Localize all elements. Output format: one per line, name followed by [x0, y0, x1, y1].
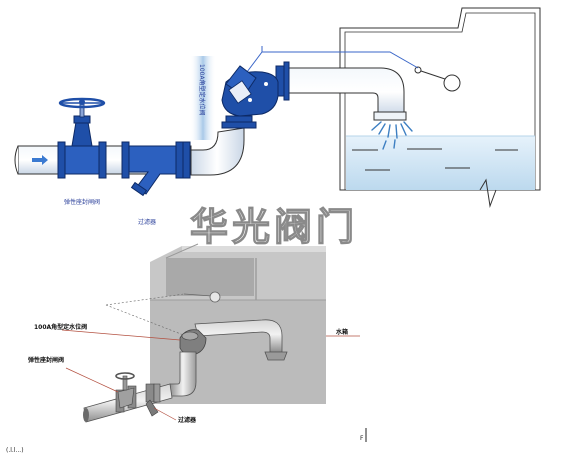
- tank-label-bottom: 水箱: [336, 328, 348, 336]
- elbow-pipe: [189, 127, 245, 176]
- strainer-label-top: 过滤器: [138, 218, 156, 226]
- footer-right-mark: F: [360, 435, 364, 442]
- water-tank: [339, 7, 541, 208]
- float-ball: [414, 66, 461, 92]
- handwheel-icon: [115, 372, 135, 380]
- leaders-bottom: [61, 329, 360, 421]
- gate-valve-label-bottom: 弹性座封闸阀: [28, 356, 64, 364]
- brand-watermark: 华光阀门: [190, 205, 358, 249]
- top-diagram: 100A角型定水位阀: [14, 7, 541, 226]
- gate-valve-top: [57, 97, 107, 179]
- water-spray: [371, 121, 413, 150]
- footer-left-text: (.l.l...): [6, 447, 24, 454]
- gate-valve-bottom: [115, 372, 137, 413]
- float-valve-band: [190, 56, 216, 140]
- flow-arrow-icon: [32, 155, 48, 165]
- strainer-bottom: [145, 383, 161, 417]
- float-valve-label-top: 100A角型定水位阀: [198, 64, 206, 116]
- bottom-diagram: 100A角型定水位阀 弹性座封闸阀 过滤器 水箱: [28, 243, 360, 424]
- tank-inlet-pipe: [285, 67, 407, 121]
- float-ball-bottom: [105, 291, 221, 337]
- tank-water: [346, 136, 535, 190]
- strainer-top: [121, 141, 191, 197]
- float-level-valve: [221, 61, 290, 129]
- gate-valve-label-top: 弹性座封闸阀: [64, 198, 100, 206]
- tank-inlet-pipe-bottom: [194, 319, 288, 361]
- pilot-tube: [237, 51, 419, 85]
- strainer-label-bottom: 过滤器: [178, 416, 197, 424]
- float-valve-label-bottom: 100A角型定水位阀: [34, 323, 87, 331]
- float-level-valve-bottom: [179, 329, 207, 355]
